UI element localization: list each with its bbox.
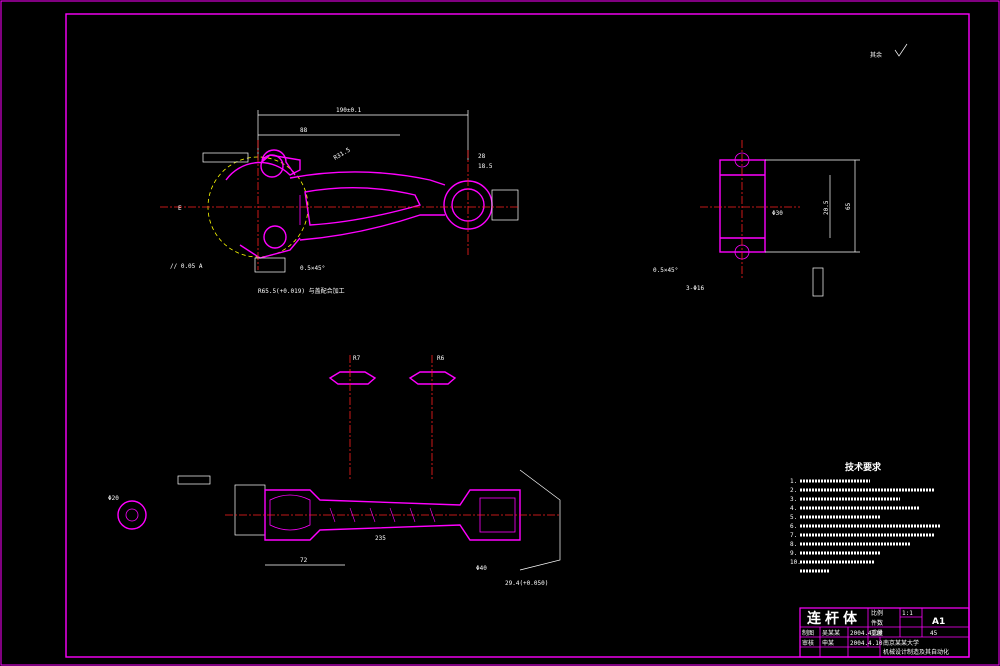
dim-hole: R65.5(+0.019) 与盖配合加工 — [258, 287, 345, 295]
dim-side-chamfer: 0.5×45° — [653, 267, 678, 274]
material-code: 45 — [930, 630, 938, 637]
dim-65: 65 — [845, 202, 852, 210]
dim-294: 29.4(+0.050) — [505, 580, 548, 587]
tech-req-1: 1. — [790, 478, 797, 485]
check-date: 2004.4.10 — [850, 640, 883, 647]
dim-235: 235 — [375, 535, 386, 542]
school-name: 南京某某大学 — [883, 639, 919, 647]
qty-label: 件数 — [871, 619, 883, 627]
dim-overall: 190±0.1 — [336, 107, 362, 114]
dim-205: 20.5 — [823, 200, 830, 215]
dim-r: R31.5 — [333, 146, 352, 161]
material-label: 重量 — [871, 629, 883, 637]
part-name: 连杆体 — [807, 610, 861, 627]
sheet-size: A1 — [932, 617, 945, 627]
side-view: 65 20.5 Φ30 0.5×45° 3-Φ16 — [653, 140, 860, 297]
inner-frame — [65, 13, 970, 658]
main-view: 190±0.1 88 R31.5 R65.5(+0.019) 与盖配合加工 0.… — [160, 107, 520, 295]
bottom-view: 72 29.4(+0.050) Φ40 235 Φ20 — [108, 469, 561, 587]
tech-req-10: 10. — [790, 559, 801, 566]
svg-text:// 0.05 A: // 0.05 A — [170, 263, 203, 270]
dim-chamfer: 0.5×45° — [300, 265, 325, 272]
drawn-label: 制图 — [802, 629, 814, 637]
tech-req-title: 技术要求 — [845, 461, 882, 473]
scale-value: 1:1 — [902, 610, 913, 617]
tech-req-7: 7. — [790, 532, 797, 539]
tech-req-2: 2. — [790, 487, 797, 494]
dept-name: 机械设计制造及其自动化 — [883, 648, 949, 656]
dim-185: 18.5 — [478, 163, 493, 170]
tech-req-8: 8. — [790, 541, 797, 548]
dim-28: 28 — [478, 153, 486, 160]
dim-r7: R7 — [353, 355, 361, 362]
drawn-date: 2004.4.10 — [850, 630, 883, 637]
roughness-label: 其余 — [870, 51, 882, 59]
scale-label: 比例 — [871, 609, 883, 617]
dim-r6: R6 — [437, 355, 445, 362]
tech-req-6: 6. — [790, 523, 797, 530]
dim-phi20: Φ20 — [108, 495, 119, 502]
check-label: 审核 — [802, 639, 814, 647]
dim-phi40: Φ40 — [476, 565, 487, 572]
section-views: R7 R6 — [328, 355, 457, 480]
dim-phi30: Φ30 — [772, 210, 783, 217]
drawn-name: 吴某某 — [822, 630, 840, 637]
tech-req-5: 5. — [790, 514, 797, 521]
dim-72: 72 — [300, 557, 308, 564]
dim-side-holes: 3-Φ16 — [686, 285, 704, 292]
roughness-icon — [894, 43, 908, 57]
tech-req-9: 9. — [790, 550, 797, 557]
title-block: 连杆体 比例 1:1 件数 A1 制图 吴某某 2004.4.10 审核 申某 … — [799, 607, 970, 658]
svg-text:E: E — [178, 205, 182, 212]
tech-req-4: 4. — [790, 505, 797, 512]
tech-req-3: 3. — [790, 496, 797, 503]
dim-88: 88 — [300, 127, 308, 134]
check-name: 申某 — [822, 639, 834, 647]
tech-requirements: 技术要求 1. 2. 3. 4. 5. 6. 7. 8. 9. 10. — [790, 461, 940, 573]
